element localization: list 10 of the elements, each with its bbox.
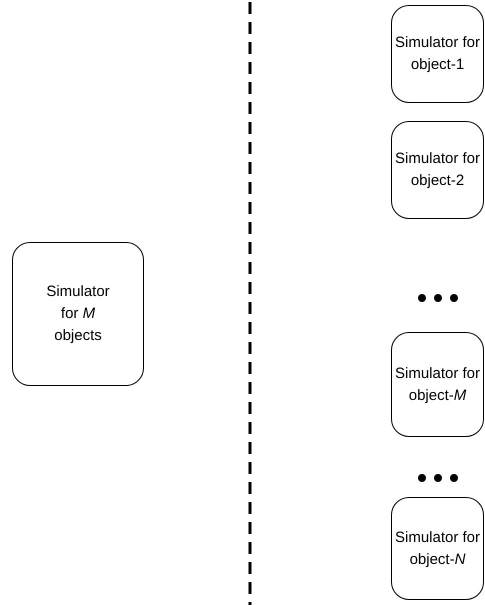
node-label: Simulator for object-1: [394, 33, 482, 75]
simulator-box: [391, 497, 484, 600]
simulator-box: [12, 242, 144, 386]
node-label: Simulator for object-2: [394, 149, 482, 191]
simulator-box: [391, 332, 484, 437]
node-label: Simulator for M objects: [45, 282, 111, 346]
simulator-box: [391, 121, 484, 219]
simulator-box: [391, 5, 484, 103]
node-label: Simulator for object-N: [394, 528, 482, 570]
node-label: Simulator for object-M: [394, 364, 482, 406]
